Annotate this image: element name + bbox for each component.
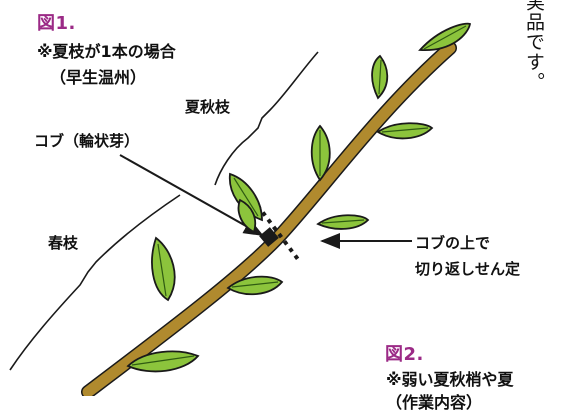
branch-diagram (9, 22, 472, 396)
figure-1-title: 図1. (37, 13, 76, 34)
leaf (126, 350, 200, 373)
bracket-spring (9, 194, 181, 371)
label-summer-autumn-branch: 夏秋枝 (185, 98, 231, 116)
knob-pointer (119, 154, 264, 236)
leaf (310, 124, 331, 182)
figure-2-title: 図2. (385, 344, 424, 365)
leaf (376, 122, 434, 140)
knob-marker (259, 227, 279, 247)
side-vertical-text: 実品です。 (523, 0, 545, 92)
leaf (237, 198, 257, 234)
leaf (226, 275, 284, 296)
leaf (151, 236, 176, 302)
figure-2-note: ※弱い夏秋梢や夏 (386, 370, 514, 389)
label-cut-line1: コブの上で (415, 234, 491, 252)
label-spring-branch: 春枝 (48, 234, 79, 252)
figure-1-note-line1: ※夏枝が1本の場合 (37, 42, 176, 61)
cut-dashed-line (250, 196, 302, 264)
label-cut-line2: 切り返しせん定 (415, 260, 521, 278)
figure-1-note-line2: （早生温州） (50, 68, 147, 87)
bracket-summer-autumn (214, 51, 319, 186)
label-knob: コブ（輪状芽） (34, 132, 140, 150)
